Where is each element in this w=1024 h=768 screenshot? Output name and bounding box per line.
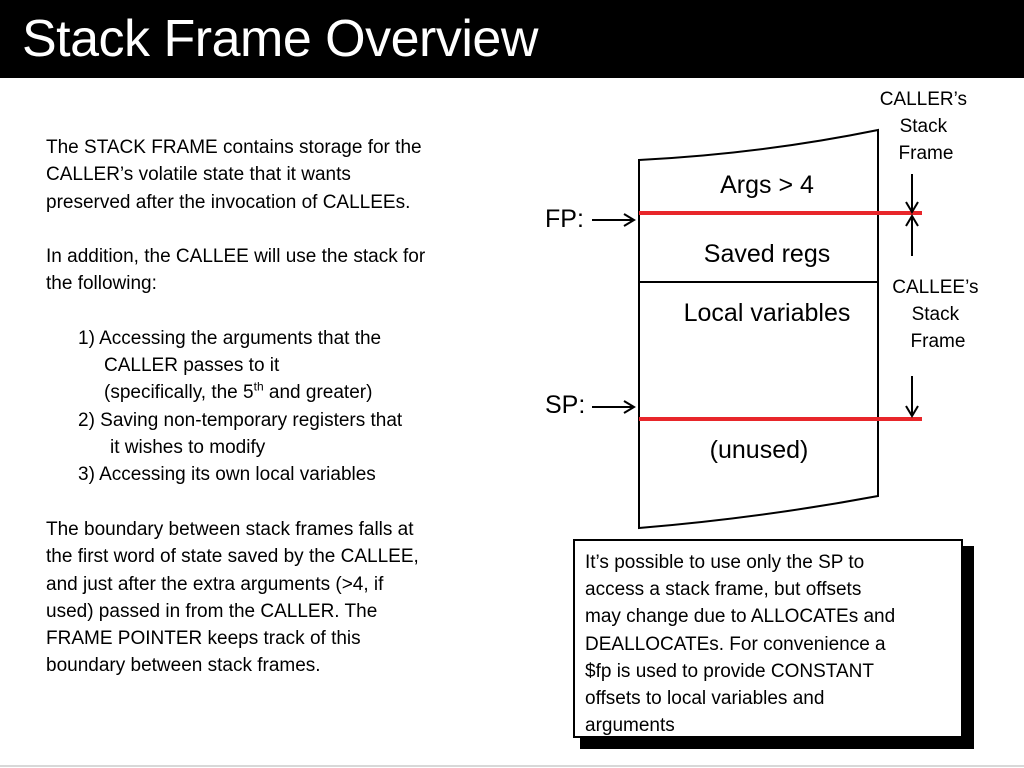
intro-paragraph: The STACK FRAME contains storage for the… <box>46 134 422 216</box>
bottom-divider <box>0 765 1024 767</box>
list-text: and greater) <box>263 382 373 403</box>
intro-line: CALLER’s volatile state that it wants <box>46 164 351 186</box>
callee-frame-line: CALLEE’s <box>892 277 978 298</box>
boundary-line: FRAME POINTER keeps track of this <box>46 628 361 650</box>
boundary-paragraph: The boundary between stack frames falls … <box>46 516 419 680</box>
title-bar: Stack Frame Overview <box>0 0 1024 78</box>
note-line: $fp is used to provide CONSTANT <box>585 660 874 682</box>
region-saved-regs-label: Saved regs <box>704 240 830 268</box>
superscript: th <box>253 379 264 394</box>
list-item: 3) Accessing its own local variables <box>78 464 376 485</box>
list-item: CALLER passes to it <box>104 355 280 376</box>
fp-arrowhead-icon <box>623 213 636 227</box>
note-box: It’s possible to use only the SP to acce… <box>573 539 963 738</box>
region-unused-label: (unused) <box>710 436 809 464</box>
sp-arrowhead-icon <box>623 400 636 414</box>
caller-frame-label: CALLER’s Stack Frame <box>880 89 973 164</box>
intro-line: preserved after the invocation of CALLEE… <box>46 191 411 213</box>
region-locals-label: Local variables <box>684 299 851 327</box>
list-item: it wishes to modify <box>110 437 266 458</box>
fp-label: FP: <box>545 205 584 233</box>
boundary-line: the first word of state saved by the CAL… <box>46 546 419 568</box>
boundary-line: and just after the extra arguments (>4, … <box>46 573 384 595</box>
sp-label: SP: <box>545 391 585 419</box>
callee-frame-line: Frame <box>911 331 966 352</box>
caller-arrowhead-icon <box>905 201 919 214</box>
addition-paragraph: In addition, the CALLEE will use the sta… <box>46 243 425 298</box>
addition-line: In addition, the CALLEE will use the sta… <box>46 246 426 267</box>
slide-title: Stack Frame Overview <box>22 10 538 68</box>
intro-line: The STACK FRAME contains storage for the <box>46 137 422 158</box>
note-line: offsets to local variables and <box>585 688 825 710</box>
boundary-line: used) passed in from the CALLER. The <box>46 600 378 622</box>
stack-outline <box>638 128 879 530</box>
note-line: arguments <box>585 715 675 737</box>
callee-frame-line: Stack <box>912 304 960 325</box>
note-line: may change due to ALLOCATEs and <box>585 606 896 628</box>
caller-frame-line: Frame <box>899 143 954 164</box>
list-item: 1) Accessing the arguments that the <box>78 328 382 349</box>
caller-frame-line: Stack <box>900 116 948 137</box>
caller-frame-line: CALLER’s <box>880 89 967 110</box>
note-line: It’s possible to use only the SP to <box>585 552 865 573</box>
callee-top-arrowhead-icon <box>905 214 919 227</box>
list-item: 2) Saving non-temporary registers that <box>78 410 403 431</box>
boundary-line: The boundary between stack frames falls … <box>46 519 414 540</box>
callee-bottom-arrowhead-icon <box>905 405 919 418</box>
region-args-label: Args > 4 <box>720 171 814 199</box>
list-text: (specifically, the 5 <box>104 382 254 403</box>
note-text: It’s possible to use only the SP to acce… <box>585 549 955 739</box>
note-line: DEALLOCATEs. For convenience a <box>585 633 886 655</box>
addition-line: the following: <box>46 273 157 295</box>
note-line: access a stack frame, but offsets <box>585 579 862 601</box>
list-item: (specifically, the 5th and greater) <box>104 379 372 406</box>
boundary-line: boundary between stack frames. <box>46 655 321 677</box>
callee-frame-label: CALLEE’s Stack Frame <box>892 277 984 352</box>
